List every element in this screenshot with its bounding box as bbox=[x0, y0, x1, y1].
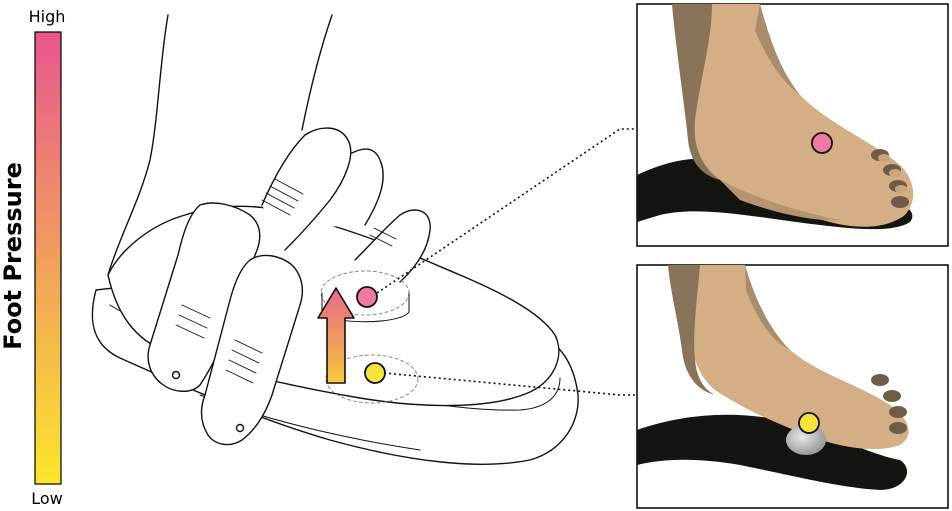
legend-title: Foot Pressure bbox=[0, 162, 27, 350]
legend-high-label: High bbox=[29, 7, 66, 26]
leg-front-outline bbox=[301, 14, 333, 131]
strap-ribs bbox=[175, 178, 397, 384]
strap-left bbox=[147, 202, 261, 392]
leg-back-outline bbox=[107, 14, 169, 276]
low-pressure-zone-outline bbox=[325, 354, 419, 404]
pressure-gradient-bar bbox=[34, 31, 62, 485]
panel-top-flat-surface bbox=[636, 3, 949, 247]
legend-low-label: Low bbox=[31, 489, 63, 508]
upper-strap-tip bbox=[261, 127, 352, 251]
panel-top-pressure-marker bbox=[811, 132, 833, 154]
strap-right bbox=[200, 254, 304, 446]
foot-on-pebble-icon bbox=[637, 265, 909, 490]
toe-right-outline bbox=[354, 209, 431, 283]
sandal-foot-illustration bbox=[91, 14, 579, 465]
panel-bottom-pebble bbox=[636, 264, 949, 509]
foot-on-flat-surface-icon bbox=[637, 4, 914, 230]
pressure-legend: High Low Foot Pressure bbox=[0, 7, 65, 508]
low-pressure-marker bbox=[364, 362, 386, 384]
strap-left-hole bbox=[171, 370, 181, 380]
high-pressure-marker bbox=[356, 286, 378, 308]
pressure-increase-arrow bbox=[317, 287, 355, 384]
pebble-icon bbox=[786, 425, 826, 455]
strap-right-hole bbox=[235, 423, 245, 433]
panel-bottom-pressure-marker bbox=[798, 412, 820, 434]
